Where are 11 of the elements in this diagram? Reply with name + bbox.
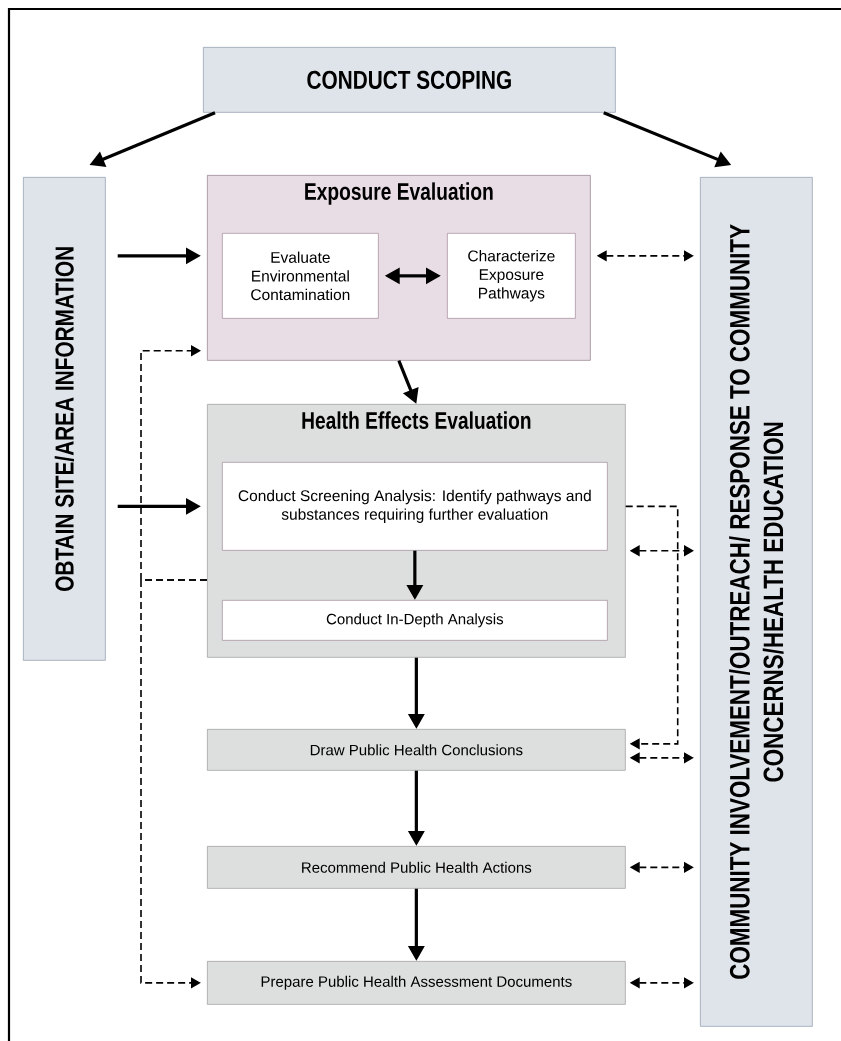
process-box: Draw Public Health Conclusions: [207, 729, 626, 771]
dashed-arrow: [624, 505, 679, 750]
process-box: Conduct Screening Analysis: Identify pathways and substances requiring further evaluation: [222, 462, 608, 551]
process-box: Characterize Exposure Pathways: [447, 233, 576, 319]
process-box: Recommend Public Health Actions: [207, 846, 626, 889]
side-banner: COMMUNITY INVOLVEMENT/OUTREACH/ RESPONSE TO COMMUNITY CONCERNS/HEALTH EDUCATION: [700, 177, 813, 1027]
title-box: CONDUCT SCOPING: [203, 47, 616, 113]
process-box: Evaluate Environmental Contamination: [222, 233, 379, 319]
process-box: Prepare Public Health Assessment Documents: [207, 961, 626, 1005]
side-banner: OBTAIN SITE/AREA INFORMATION: [23, 177, 106, 661]
process-box: Conduct In-Depth Analysis: [222, 600, 608, 641]
